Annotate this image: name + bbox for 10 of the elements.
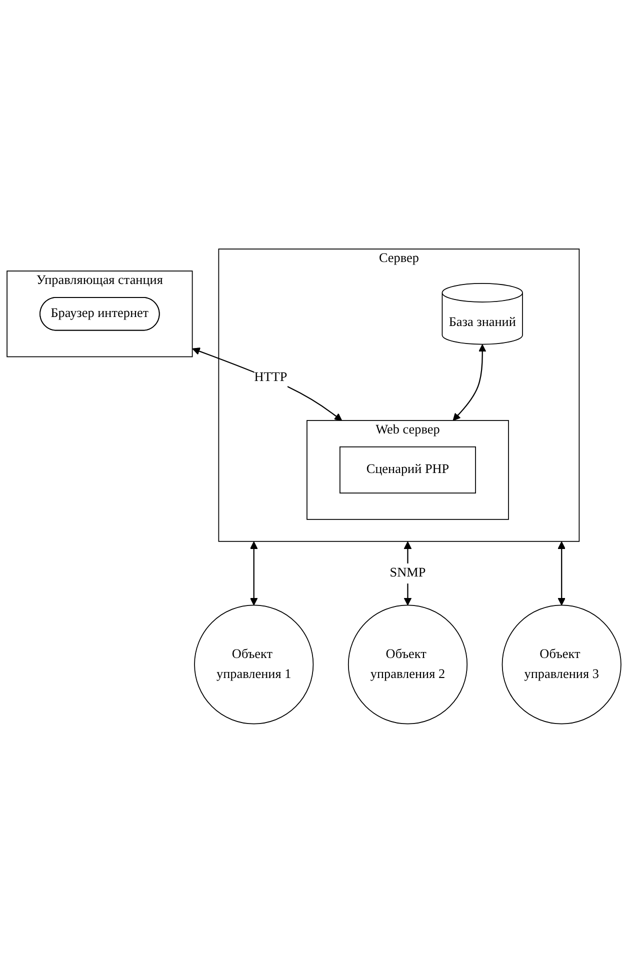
node-circle: Объект управления 2 [348,604,468,724]
node-circle: Объект управления 3 [502,604,622,724]
arrow [452,344,486,420]
edge-label: HTTP [254,370,288,384]
arrow [250,540,258,606]
arrow [192,347,342,420]
node-box: Сценарий PHP [340,446,476,494]
arrow [558,540,566,606]
edge-label: SNMP [390,566,426,580]
node-circle: Объект управления 1 [194,604,314,724]
